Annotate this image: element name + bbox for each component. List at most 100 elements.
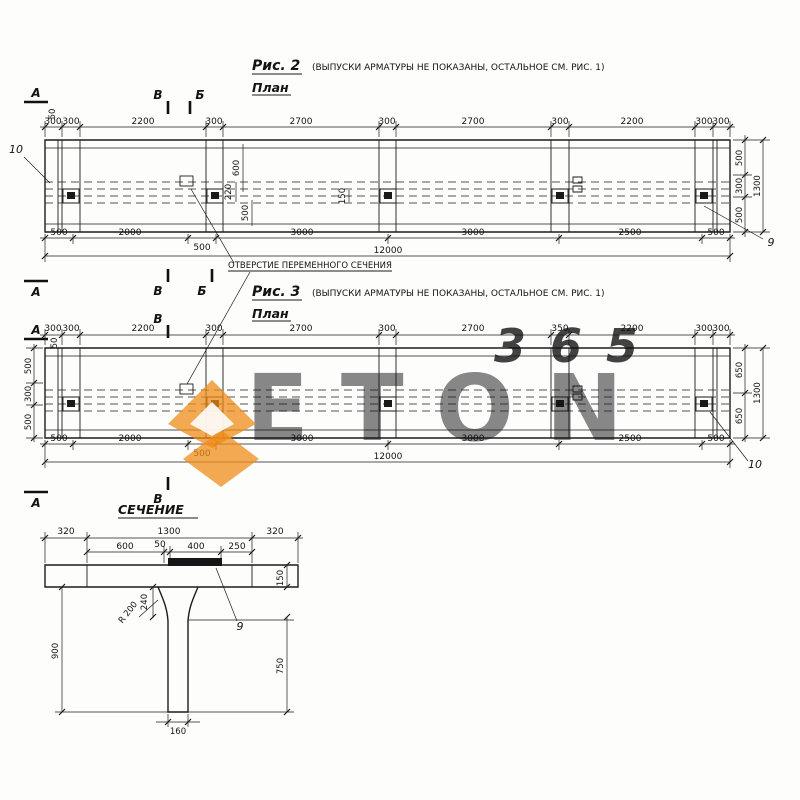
fig2-top-extension-lines <box>44 121 731 137</box>
fig3-flange-edges <box>45 355 730 431</box>
fig3-drawing: Рис. 3 (ВЫПУСКИ АРМАТУРЫ НЕ ПОКАЗАНЫ, ОС… <box>24 284 770 510</box>
dim-label: 750 <box>276 658 286 674</box>
fig2-small-inserts <box>572 176 583 193</box>
dim-label: 2000 <box>119 434 142 444</box>
section-mark-v: В <box>153 492 162 506</box>
dim-label: 300 <box>378 117 395 127</box>
dim-label: 300 <box>44 324 61 334</box>
dim-label: 2700 <box>462 324 485 334</box>
fig2-callout-right-leader <box>703 205 764 240</box>
dim-label: 300 <box>62 324 79 334</box>
watermark-logo-icon <box>183 430 259 487</box>
section-160-ticks <box>164 718 192 726</box>
dim-label: 500 <box>241 205 251 221</box>
dim-label: 400 <box>187 542 204 552</box>
section-750-ticks <box>283 613 291 716</box>
dim-label: 300 <box>205 324 222 334</box>
section-flange <box>44 564 299 588</box>
fig2-bearing-pad-cores <box>67 192 708 199</box>
section-mark-ticks <box>166 269 214 282</box>
section-mark-ticks <box>166 101 192 114</box>
dim-label: 300 <box>378 324 395 334</box>
fig2-inner-dim-lines <box>235 144 350 226</box>
dim-label: 2700 <box>290 117 313 127</box>
dim-label: 500 <box>707 228 724 238</box>
dim-label: 3000 <box>291 434 314 444</box>
dim-label: 500 <box>50 434 67 444</box>
dim-label: 3000 <box>462 434 485 444</box>
fig2-beam-outline <box>44 139 731 233</box>
section-top-dim-ticks <box>41 534 302 542</box>
dim-label: 300 <box>205 117 222 127</box>
dim-label: 2200 <box>132 117 155 127</box>
dim-label: 2200 <box>621 117 644 127</box>
dim-label: 600 <box>232 160 242 176</box>
section-240-ticks <box>149 583 157 621</box>
radius-label: R 200 <box>117 600 140 626</box>
dim-label: 1300 <box>158 527 181 537</box>
callout-label: 9 <box>237 620 244 633</box>
section-drawing: СЕЧЕНИЕ 320 1300 320 600 50 400 250 240 … <box>40 502 303 737</box>
dim-label: 300 <box>712 324 729 334</box>
dim-label: 220 <box>224 184 234 200</box>
dim-label: 320 <box>57 527 74 537</box>
fig2-callout-left-leader <box>23 156 51 184</box>
section-mark-b: Б <box>195 88 204 102</box>
dim-label: 2200 <box>132 324 155 334</box>
callout-label: 9 <box>768 236 775 249</box>
dim-label: 500 <box>50 228 67 238</box>
section-callout-leader <box>215 567 238 622</box>
watermark-logo-cutout <box>190 402 234 436</box>
dim-label: 900 <box>51 643 61 659</box>
watermark-brand: ETON <box>246 355 655 462</box>
dim-label: 1300 <box>753 382 763 404</box>
dim-label: 300 <box>735 178 745 194</box>
section-160-extensions <box>167 714 189 727</box>
dim-label: 500 <box>707 434 724 444</box>
section-title: СЕЧЕНИЕ <box>118 502 184 517</box>
section-mark-v: В <box>153 284 162 298</box>
section-extension-lines <box>44 532 299 563</box>
watermark-digits: 365 <box>494 319 662 373</box>
section-mark-v: В <box>153 312 162 326</box>
fig2-bottom-extension-lines <box>44 234 731 262</box>
dim-label: 300 <box>44 117 61 127</box>
fig3-subtitle: План <box>252 306 289 321</box>
dim-label: 500 <box>735 150 745 166</box>
dim-label: 50 <box>154 540 166 550</box>
fig2-title-note: (ВЫПУСКИ АРМАТУРЫ НЕ ПОКАЗАНЫ, ОСТАЛЬНОЕ… <box>312 63 604 73</box>
section-web <box>157 586 199 713</box>
fig3-small-inserts <box>572 385 583 401</box>
dim-label: 2500 <box>619 434 642 444</box>
fig2-subtitle: План <box>252 80 289 95</box>
dim-label: 500 <box>24 414 34 430</box>
fig2-variable-opening <box>179 175 194 187</box>
section-mark-a: А <box>30 285 40 299</box>
section-mark-a: А <box>30 86 40 100</box>
dim-label: 500 <box>24 358 34 374</box>
opening-note-group: ОТВЕРСТИЕ ПЕРЕМЕННОГО СЕЧЕНИЯ <box>186 188 392 385</box>
watermark: 365 ETON <box>168 319 662 487</box>
section-mark-a: А <box>30 323 40 337</box>
callout-label: 10 <box>748 458 762 471</box>
fig2-top-dim-ticks <box>41 123 734 131</box>
section-flange-inner-lines <box>86 565 253 587</box>
fig2-flange-edges <box>45 147 730 225</box>
fig3-left-dim-ticks <box>30 344 38 442</box>
dim-label: 2500 <box>619 228 642 238</box>
dim-label: 320 <box>266 527 283 537</box>
fig3-callout-leader <box>709 411 749 462</box>
dim-label: 150 <box>276 570 286 586</box>
dim-label: 160 <box>170 727 186 737</box>
dim-label: 2000 <box>119 228 142 238</box>
fig3-variable-opening <box>179 383 194 395</box>
fig3-top-extension-lines <box>44 329 731 345</box>
dim-label: 350 <box>551 324 568 334</box>
dim-label: 300 <box>24 386 34 402</box>
dim-label: 300 <box>695 324 712 334</box>
opening-note: ОТВЕРСТИЕ ПЕРЕМЕННОГО СЕЧЕНИЯ <box>228 261 392 271</box>
section-150-ticks <box>283 561 291 591</box>
section-mark-b: Б <box>197 284 206 298</box>
